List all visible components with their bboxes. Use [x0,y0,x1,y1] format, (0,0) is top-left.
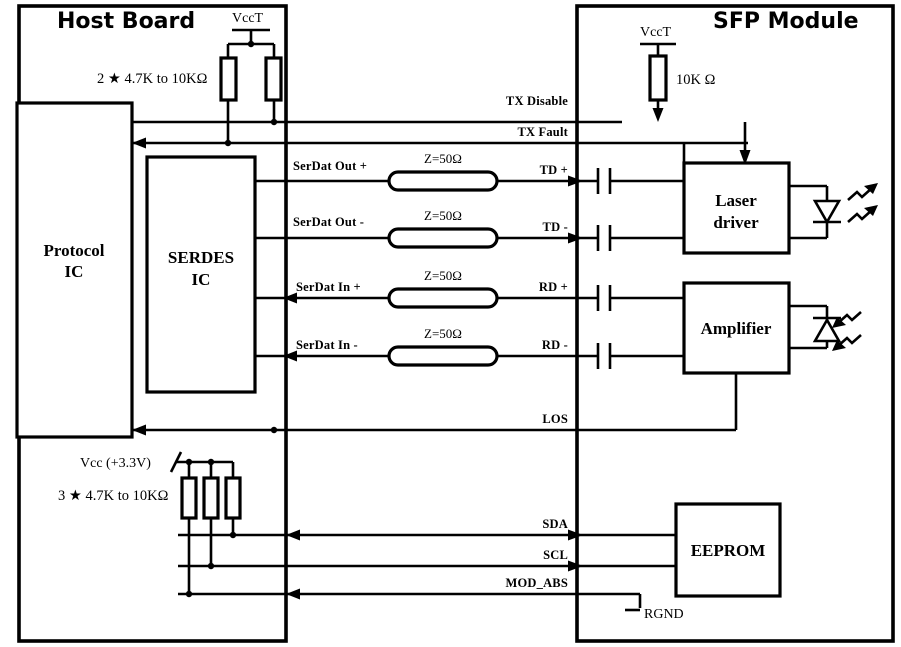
serdat-out-plus-label: SerDat Out + [293,159,367,173]
eeprom-label: EEPROM [691,541,766,560]
coupling-cap-td-plus [577,168,684,194]
sda-net [178,529,684,541]
mod-abs-arrowhead-host [286,588,300,600]
host-vcct-rail [226,28,276,58]
coupling-cap-rd-minus [577,343,684,369]
serdat-in-plus-arrowhead [283,292,297,304]
light-incidence-arrows [832,311,862,351]
photodiode-symbol [789,304,862,351]
protocol-ic-block [15,101,134,439]
td-minus-label: TD - [543,220,568,234]
protocol-ic-label-line2: IC [65,262,84,281]
los-label: LOS [542,412,568,426]
los-arrowhead [132,424,146,436]
serdat-in-minus-net [255,345,577,367]
rgnd-symbol [625,594,642,612]
coupling-cap-rd-plus [577,285,684,311]
light-emission-arrows [847,183,878,223]
i2c-pullup-resistor-2 [202,476,220,520]
sfp-pullup-arrowhead [652,108,664,122]
serdat-out-plus-net [255,170,583,192]
z50-label-3: Z=50Ω [424,268,462,283]
tx-disable-to-laser [739,122,751,165]
host-vcct-label: VccT [232,11,264,26]
serdat-in-minus-arrowhead [283,350,297,362]
rgnd-label: RGND [644,607,684,622]
i2c-pullup-value-label: 3 ★ 4.7K to 10KΩ [58,488,169,504]
eeprom-block [674,502,782,598]
serdes-ic-label-line2: IC [192,270,211,289]
serdat-in-minus-label: SerDat In - [296,338,358,352]
serdat-out-minus-label: SerDat Out - [293,215,364,229]
scl-label: SCL [543,548,568,562]
amplifier-block [682,281,791,375]
sfp-pullup-leg [652,100,664,122]
transmission-line-2 [387,227,499,249]
amplifier-label: Amplifier [701,319,772,338]
vcc-rail-label: Vcc (+3.3V) [80,456,151,471]
host-board-title: Host Board [57,9,195,34]
transmission-line-3 [387,287,499,309]
host-pullup-value-label: 2 ★ 4.7K to 10KΩ [97,71,208,87]
host-pullup-resistor-2 [264,56,283,102]
sfp-module-frame [575,4,895,643]
serdat-in-plus-net [255,287,577,309]
transmission-line-4 [387,345,499,367]
host-pullup-resistor-1 [219,56,238,102]
laser-driver-label-line2: driver [713,213,759,232]
z50-label-1: Z=50Ω [424,151,462,166]
coupling-cap-td-minus [577,225,684,251]
tx-disable-net [132,118,622,126]
scl-arrowhead-module [568,560,583,572]
tx-fault-label: TX Fault [517,125,568,139]
rd-plus-label: RD + [539,280,568,294]
tx-disable-label: TX Disable [506,94,568,108]
transmission-line-1 [387,170,499,192]
laser-driver-block [682,161,791,255]
td-minus-arrowhead [568,232,583,244]
sda-label: SDA [542,517,568,531]
i2c-pullup-resistor-1 [180,476,198,520]
laser-diode-symbol [789,183,878,240]
mod-abs-net [178,588,640,600]
serdat-in-plus-label: SerDat In + [296,280,361,294]
tx-disable-arrowhead [739,150,751,165]
td-plus-arrowhead [568,175,583,187]
z50-label-4: Z=50Ω [424,326,462,341]
protocol-ic-label-line1: Protocol [43,241,104,260]
tx-fault-net [132,137,748,149]
tx-fault-arrowhead [132,137,146,149]
serdat-out-minus-net [255,227,583,249]
sfp-vcct-label: VccT [640,25,672,40]
vcc-rail-net [169,451,235,478]
sfp-pullup-resistor [648,54,668,102]
los-net [132,373,738,436]
serdes-ic-label-line1: SERDES [168,248,234,267]
td-plus-label: TD + [540,163,568,177]
mod-abs-label: MOD_ABS [505,576,568,590]
sda-arrowhead-module [568,529,583,541]
laser-driver-label-line1: Laser [715,191,757,210]
i2c-pullup-resistor-3 [224,476,242,520]
scl-net [178,560,684,572]
sfp-module-title: SFP Module [713,9,859,34]
sfp-pullup-value-label: 10K Ω [676,72,716,88]
z50-label-2: Z=50Ω [424,208,462,223]
rd-minus-label: RD - [542,338,568,352]
serdes-ic-block [145,155,257,394]
sda-arrowhead-host [286,529,300,541]
